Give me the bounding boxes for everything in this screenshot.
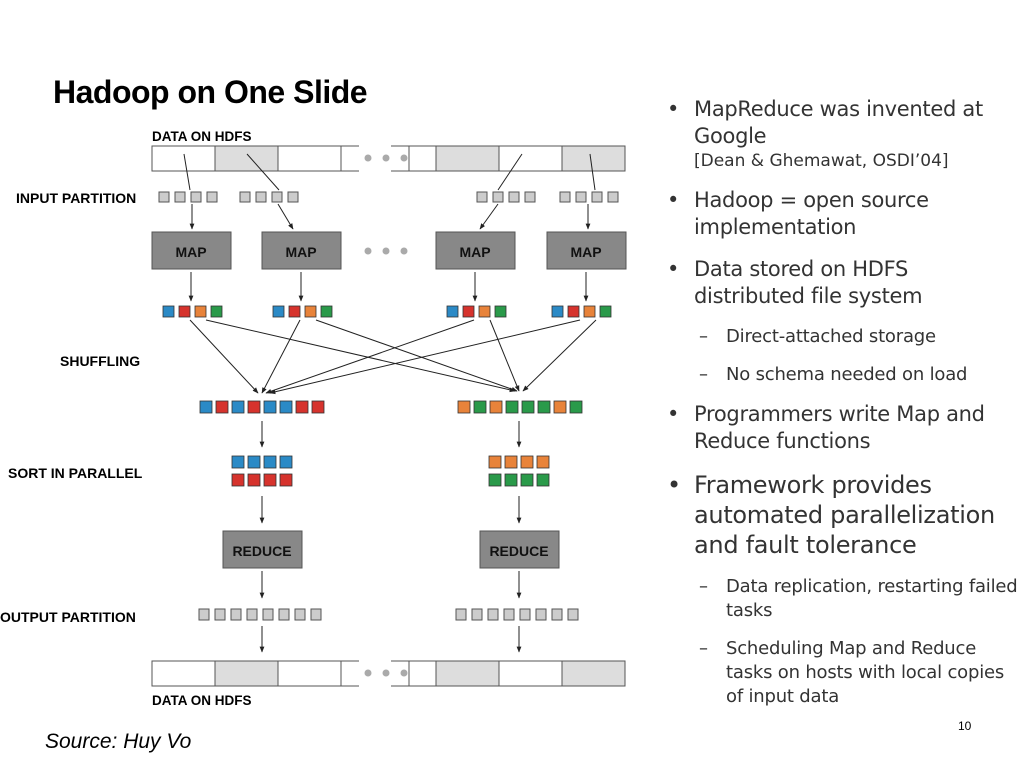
- reduce-to-output-arrows: [259, 571, 522, 599]
- intermediate-keys: [162, 305, 612, 318]
- shuffle-to-sort-arrows: [259, 421, 522, 448]
- bullet-item: Programmers write Map and Reduce functio…: [667, 401, 1024, 455]
- map-label: MAP: [570, 244, 601, 260]
- output-partitions: [198, 608, 579, 621]
- sorted-right: [488, 455, 550, 487]
- hadoop-dataflow-diagram: DATA ON HDFS INPUT PARTITION SHUFFLING S…: [0, 129, 627, 708]
- sort-to-reduce-arrows: [259, 496, 522, 524]
- page-number: 10: [958, 719, 972, 733]
- map-label: MAP: [285, 244, 316, 260]
- shuffled-right: [457, 400, 583, 414]
- source-credit: Source: Huy Vo: [45, 730, 192, 753]
- bullet-item: Hadoop = open source implementation: [667, 187, 1024, 241]
- sub-bullet-item: No schema needed on load: [667, 363, 1024, 387]
- input-partitions: [158, 191, 619, 203]
- shuffled-left: [199, 400, 325, 414]
- bullet-item: Framework provides automated paralleliza…: [667, 470, 1024, 560]
- reduce-label: REDUCE: [489, 543, 548, 559]
- bullet-item: MapReduce was invented at Google [Dean &…: [667, 96, 1024, 172]
- sub-bullet-item: Direct-attached storage: [667, 325, 1024, 349]
- bullet-item: Data stored on HDFS distributed file sys…: [667, 256, 1024, 310]
- label-shuffling: SHUFFLING: [60, 353, 140, 369]
- slide-title: Hadoop on One Slide: [53, 74, 368, 110]
- sub-bullet-item: Data replication, restarting failed task…: [667, 575, 1024, 623]
- reduce-label: REDUCE: [232, 543, 291, 559]
- hdfs-to-input-lines: [183, 153, 596, 191]
- output-to-hdfs-arrows: [259, 626, 522, 653]
- label-output-partition: OUTPUT PARTITION: [0, 609, 136, 625]
- map-nodes: MAP MAP MAP MAP: [151, 231, 627, 270]
- sorted-left: [231, 455, 293, 487]
- reduce-nodes: REDUCE REDUCE: [222, 530, 560, 569]
- map-to-intermediate-arrows: [188, 272, 589, 302]
- map-label: MAP: [459, 244, 490, 260]
- label-input-partition: INPUT PARTITION: [16, 190, 136, 206]
- sub-bullet-item: Scheduling Map and Reduce tasks on hosts…: [667, 637, 1024, 709]
- label-sort-in-parallel: SORT IN PARALLEL: [8, 465, 143, 481]
- hdfs-strip-bottom: [151, 660, 626, 687]
- hdfs-strip-top: [151, 145, 626, 172]
- map-label: MAP: [175, 244, 206, 260]
- label-data-on-hdfs-bottom: DATA ON HDFS: [152, 693, 252, 708]
- bullet-list: MapReduce was invented at Google [Dean &…: [667, 96, 1024, 723]
- bullet-citation: [Dean & Ghemawat, OSDI’04]: [694, 151, 949, 171]
- bullet-text: MapReduce was invented at Google: [694, 97, 983, 148]
- shuffle-arrows: [189, 319, 597, 395]
- label-data-on-hdfs-top: DATA ON HDFS: [152, 129, 252, 144]
- input-to-map-arrows: [189, 203, 591, 230]
